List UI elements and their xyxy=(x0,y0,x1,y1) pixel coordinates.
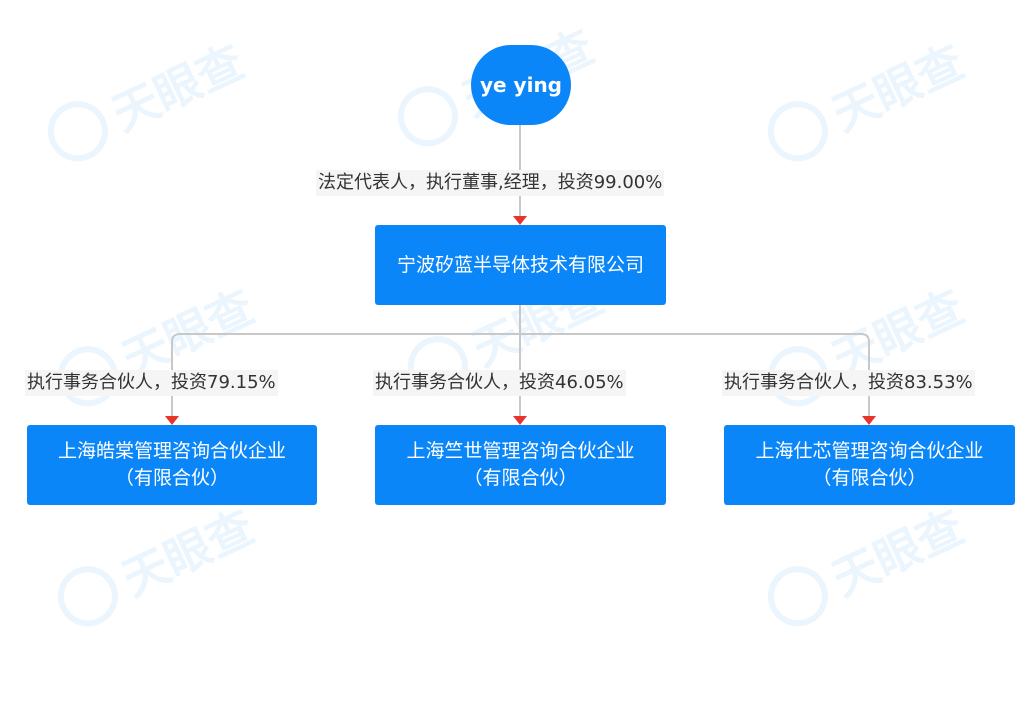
arrow-to-child-2 xyxy=(513,416,527,425)
arrow-to-child-1 xyxy=(165,416,179,425)
arrow-to-company xyxy=(513,216,527,225)
root-person-node[interactable]: ye ying xyxy=(471,45,571,125)
child-node-name: 上海竺世管理咨询合伙企业 xyxy=(406,440,635,462)
child-edge-label-3: 执行事务合伙人，投资83.53% xyxy=(722,370,975,396)
branch-connector-right xyxy=(520,333,870,416)
company-node[interactable]: 宁波矽蓝半导体技术有限公司 xyxy=(375,225,666,305)
child-node-suffix: （有限合伙） xyxy=(463,467,578,489)
child-edge-label-2: 执行事务合伙人，投资46.05% xyxy=(373,370,626,396)
root-person-name: ye ying xyxy=(479,73,562,97)
child-node-1[interactable]: 上海皓棠管理咨询合伙企业 （有限合伙） xyxy=(27,425,317,505)
child-edge-label-1: 执行事务合伙人，投资79.15% xyxy=(25,370,278,396)
child-node-name: 上海仕芯管理咨询合伙企业 xyxy=(755,440,984,462)
child-node-suffix: （有限合伙） xyxy=(114,467,229,489)
child-node-3[interactable]: 上海仕芯管理咨询合伙企业 （有限合伙） xyxy=(724,425,1015,505)
branch-connector-left xyxy=(171,333,520,416)
arrow-to-child-3 xyxy=(862,416,876,425)
child-node-suffix: （有限合伙） xyxy=(812,467,927,489)
child-node-name: 上海皓棠管理咨询合伙企业 xyxy=(57,440,286,462)
child-node-2[interactable]: 上海竺世管理咨询合伙企业 （有限合伙） xyxy=(375,425,666,505)
root-edge-label: 法定代表人，执行董事,经理，投资99.00% xyxy=(316,170,665,196)
company-name: 宁波矽蓝半导体技术有限公司 xyxy=(396,253,644,276)
